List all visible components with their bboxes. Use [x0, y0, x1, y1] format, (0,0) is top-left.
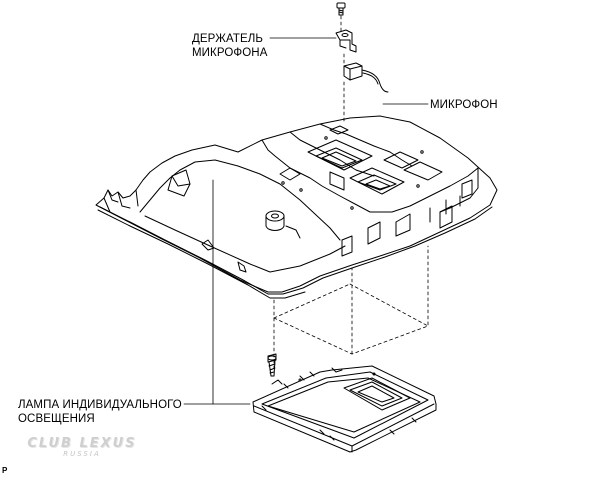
top-screw — [336, 2, 346, 16]
microphone-part — [343, 62, 389, 93]
lamp-screw — [267, 353, 277, 377]
figure-code: P — [2, 466, 8, 475]
holder-label-line1: ДЕРЖАТЕЛЬ — [192, 33, 264, 45]
watermark-main-text: CLUB LEXUS — [27, 436, 137, 451]
microphone-holder-bracket — [335, 29, 357, 53]
assembly-axis-lines — [340, 15, 345, 123]
leader-lines — [183, 37, 429, 405]
lamp-label-line2: ОСВЕЩЕНИЯ — [18, 413, 95, 425]
lamp-opening-projection — [273, 245, 429, 369]
club-lexus-watermark: CLUB LEXUS RUSSIA — [26, 436, 138, 458]
microphone-label: МИКРОФОН — [430, 98, 498, 112]
microphone-holder-label: ДЕРЖАТЕЛЬ МИКРОФОНА — [192, 32, 267, 60]
holder-label-line2: МИКРОФОНА — [192, 47, 268, 59]
watermark-sub-text: RUSSIA — [63, 450, 101, 458]
overhead-console-housing — [95, 115, 498, 299]
microphone-label-text: МИКРОФОН — [430, 99, 498, 111]
personal-lamp-label: ЛАМПА ИНДИВИДУАЛЬНОГО ОСВЕЩЕНИЯ — [18, 398, 182, 426]
personal-lamp-part — [252, 365, 437, 453]
lamp-label-line1: ЛАМПА ИНДИВИДУАЛЬНОГО — [18, 399, 182, 411]
